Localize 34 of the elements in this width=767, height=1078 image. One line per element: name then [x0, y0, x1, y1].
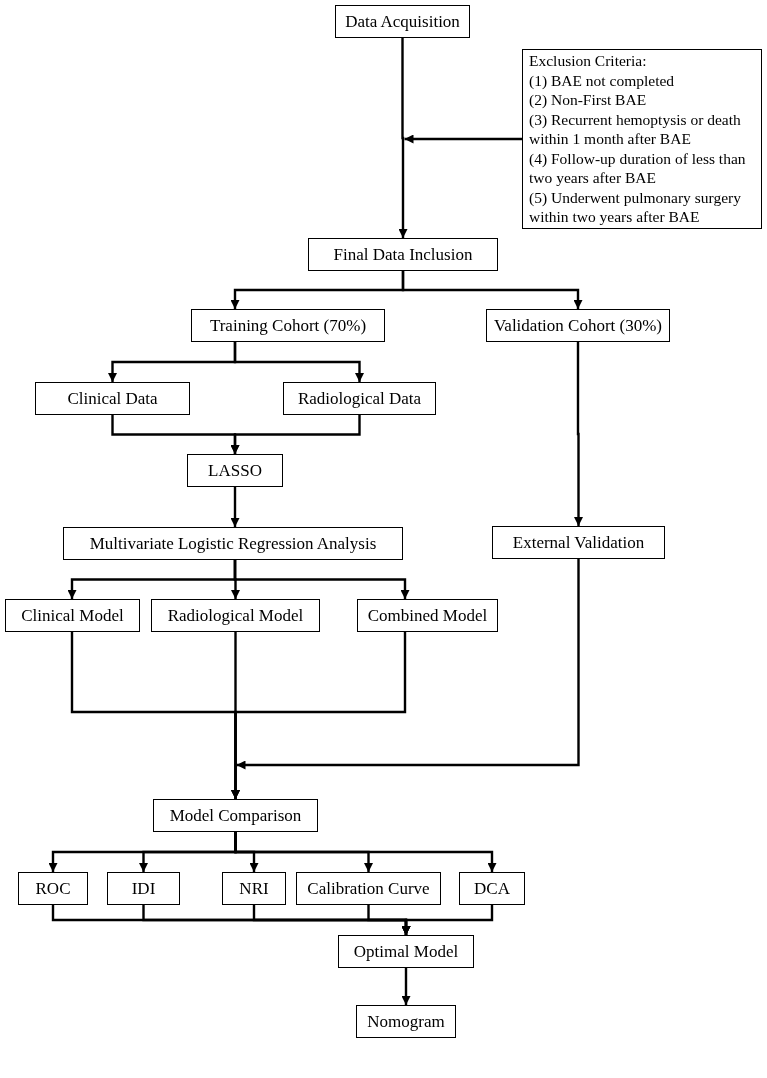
process-box: LASSO	[187, 454, 283, 487]
process-box: Data Acquisition	[335, 5, 470, 38]
arrow	[236, 559, 580, 770]
process-box: Multivariate Logistic Regression Analysis	[63, 527, 403, 560]
arrow	[401, 271, 583, 309]
process-box: Radiological Model	[151, 599, 320, 632]
process-box: IDI	[107, 872, 180, 905]
process-box: Clinical Data	[35, 382, 190, 415]
process-box: Combined Model	[357, 599, 498, 632]
process-box: Clinical Model	[5, 599, 140, 632]
process-box: Optimal Model	[338, 935, 474, 968]
process-box: Training Cohort (70%)	[191, 309, 385, 342]
process-box: Validation Cohort (30%)	[486, 309, 670, 342]
process-box: External Validation	[492, 526, 665, 559]
process-box: Model Comparison	[153, 799, 318, 832]
process-box: Calibration Curve	[296, 872, 441, 905]
process-box: Radiological Data	[283, 382, 436, 415]
arrow	[233, 342, 364, 382]
arrow	[230, 415, 361, 454]
process-box: Nomogram	[356, 1005, 456, 1038]
process-box: ROC	[18, 872, 88, 905]
process-box: NRI	[222, 872, 286, 905]
arrow	[231, 632, 407, 799]
arrow	[230, 487, 240, 527]
arrow	[574, 342, 583, 526]
criteria-box: Exclusion Criteria: (1) BAE not completed (2) Non-First BAE (3) Recurrent hemoptysis or death within 1 month after BAE (4) Follow-up duration of less than two years after BAE (5) Underwent pulmonary surgery within two years after BAE	[522, 49, 762, 229]
arrow	[401, 968, 411, 1005]
arrow	[401, 905, 494, 935]
arrow	[404, 134, 522, 144]
arrow	[234, 832, 497, 872]
process-box: DCA	[459, 872, 525, 905]
arrow	[398, 38, 408, 238]
process-box: Final Data Inclusion	[308, 238, 498, 271]
arrow	[233, 560, 410, 599]
